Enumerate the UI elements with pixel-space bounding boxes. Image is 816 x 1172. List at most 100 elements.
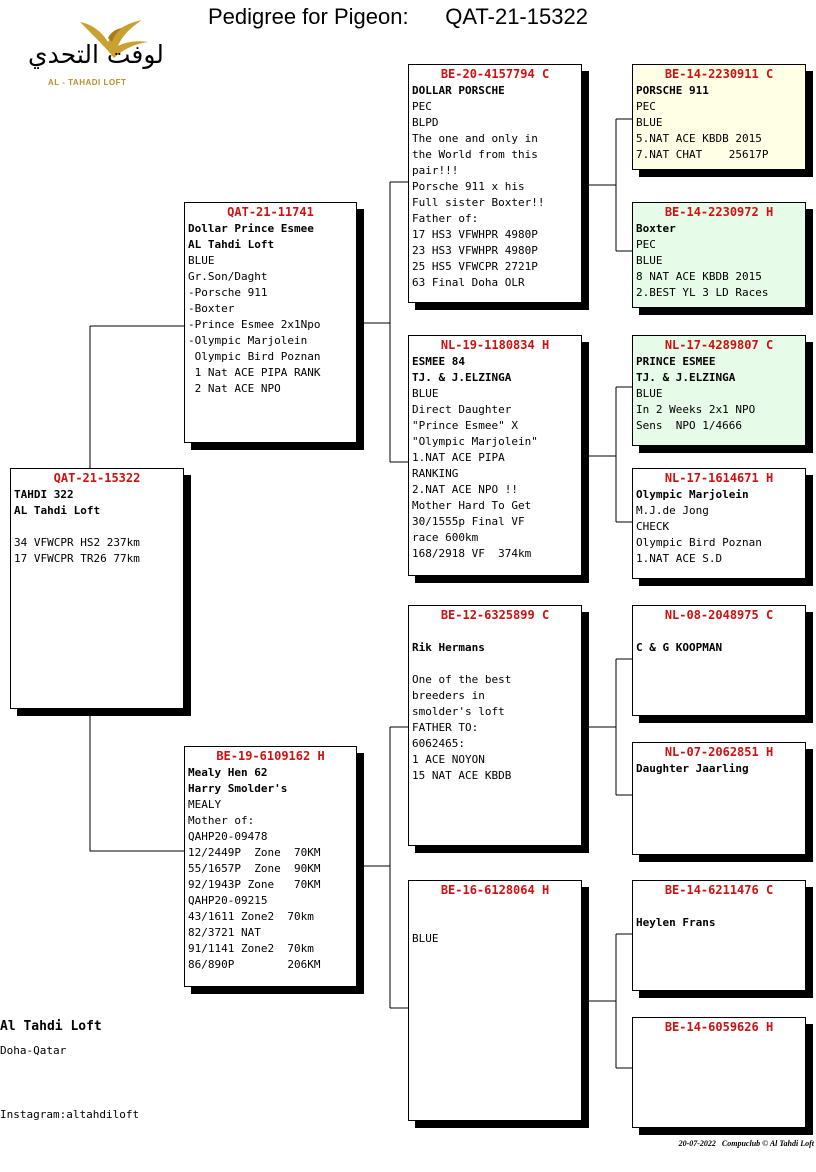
pigeon-info-line: 17 HS3 VFWHPR 4980P bbox=[412, 228, 538, 241]
pigeon-info-line: One of the best bbox=[412, 673, 512, 686]
pigeon-info-line: BLUE bbox=[188, 254, 215, 267]
pigeon-card-dam-sire[interactable]: BE-12-6325899 C Rik Hermans One of the b… bbox=[408, 605, 582, 846]
pigeon-info-line: 1.NAT ACE S.D bbox=[636, 552, 723, 565]
ring-number: QAT-21-11741 bbox=[227, 205, 314, 219]
bird-logo-icon bbox=[80, 20, 148, 58]
pigeon-card-ddd[interactable]: BE-14-6059626 H bbox=[632, 1017, 806, 1128]
pigeon-info-line: PEC bbox=[636, 100, 656, 113]
pigeon-info-line: Olympic Bird Poznan bbox=[188, 350, 321, 363]
pigeon-info-line: -Porsche 911 bbox=[188, 286, 268, 299]
pigeon-info-line bbox=[412, 915, 578, 931]
pigeon-name-line: ESMEE 84 bbox=[412, 355, 465, 368]
pigeon-info-line: 23 HS3 VFWHPR 4980P bbox=[412, 244, 538, 257]
pigeon-info-line: Direct Daughter bbox=[412, 403, 512, 416]
pigeon-info-line: 7.NAT CHAT 25617P bbox=[636, 148, 769, 161]
pigeon-info-line: The one and only in bbox=[412, 132, 538, 145]
pigeon-card-dsd[interactable]: NL-07-2062851 H Daughter Jaarling bbox=[632, 742, 806, 855]
ring-number: BE-14-6211476 C bbox=[664, 883, 774, 897]
pigeon-name-line: TJ. & J.ELZINGA bbox=[636, 371, 736, 384]
pigeon-info-line: Mother Hard To Get bbox=[412, 499, 532, 512]
pigeon-name-line: Rik Hermans bbox=[412, 641, 485, 654]
pigeon-info-line: Sens NPO 1/4666 bbox=[636, 419, 742, 432]
pigeon-info-line: "Olympic Marjolein" bbox=[412, 435, 538, 448]
pigeon-name-line: PRINCE ESMEE bbox=[636, 355, 716, 368]
pigeon-info-line: 17 VFWCPR TR26 77km bbox=[14, 552, 140, 565]
pigeon-info-line: 168/2918 VF 374km bbox=[412, 547, 532, 560]
pigeon-name-line: AL Tahdi Loft bbox=[14, 504, 101, 517]
page-title: Pedigree for Pigeon: QAT-21-15322 bbox=[208, 4, 588, 29]
ring-number: QAT-21-15322 bbox=[53, 471, 141, 485]
pigeon-card-dss[interactable]: NL-08-2048975 C C & G KOOPMAN bbox=[632, 605, 806, 716]
pigeon-info-line: 2 Nat ACE NPO bbox=[188, 382, 281, 395]
pigeon-name-line: Harry Smolder's bbox=[188, 782, 288, 795]
ring-number: BE-14-2230911 C bbox=[664, 67, 774, 81]
ring-number: NL-08-2048975 C bbox=[664, 608, 774, 622]
pigeon-info-line: 6062465: bbox=[412, 737, 465, 750]
pigeon-info-line bbox=[412, 656, 578, 672]
pigeon-name-line: C & G KOOPMAN bbox=[636, 641, 723, 654]
pigeon-info-line: -Olympic Marjolein bbox=[188, 334, 308, 347]
pigeon-info-line: BLPD bbox=[412, 116, 439, 129]
pigeon-info-line: BLUE bbox=[636, 116, 663, 129]
ring-number: NL-07-2062851 H bbox=[664, 745, 774, 759]
pigeon-info-line: 30/1555p Final VF bbox=[412, 515, 525, 528]
loft-logo: لوفت التحدي AL - TAHADI LOFT bbox=[12, 16, 174, 100]
pigeon-card-dam-dam[interactable]: BE-16-6128064 H BLUE bbox=[408, 880, 582, 1121]
pigeon-info-line: 92/1943P Zone 70KM bbox=[188, 878, 321, 891]
pigeon-info-line: -Boxter bbox=[188, 302, 235, 315]
pigeon-info-line: MEALY bbox=[188, 798, 222, 811]
ring-number: BE-14-2230972 H bbox=[664, 205, 774, 219]
pigeon-info-line: 8 NAT ACE KBDB 2015 bbox=[636, 270, 762, 283]
ring-number: BE-14-6059626 H bbox=[664, 1020, 774, 1034]
pigeon-info-line: 2.NAT ACE NPO !! bbox=[412, 483, 518, 496]
pigeon-name-line: AL Tahdi Loft bbox=[188, 238, 275, 251]
pigeon-name-line: Olympic Marjolein bbox=[636, 488, 749, 501]
footer-copyright: 20-07-2022 Compuclub © Al Tahdi Loft bbox=[678, 1139, 814, 1148]
pigeon-name-line: TJ. & J.ELZINGA bbox=[412, 371, 512, 384]
pigeon-info-line: Mother of: bbox=[188, 814, 255, 827]
pigeon-info-line: BLUE bbox=[636, 254, 663, 267]
pigeon-info-line: 34 VFWCPR HS2 237km bbox=[14, 536, 140, 549]
pigeon-info-line: M.J.de Jong bbox=[636, 504, 709, 517]
pigeon-info-line: 82/3721 NAT bbox=[188, 926, 261, 939]
pigeon-info-line bbox=[14, 519, 180, 535]
pigeon-info-line: BLUE bbox=[412, 932, 439, 945]
ring-number: NL-17-1614671 H bbox=[664, 471, 774, 485]
pigeon-name-line: PORSCHE 911 bbox=[636, 84, 709, 97]
ring-number: BE-19-6109162 H bbox=[216, 749, 325, 763]
pigeon-card-dds[interactable]: BE-14-6211476 C Heylen Frans bbox=[632, 880, 806, 991]
ring-number: NL-19-1180834 H bbox=[440, 338, 550, 352]
ring-number: BE-16-6128064 H bbox=[440, 883, 550, 897]
pigeon-info-line: the World from this bbox=[412, 148, 538, 161]
pigeon-info-line: 43/1611 Zone2 70km bbox=[188, 910, 314, 923]
pigeon-info-line: In 2 Weeks 2x1 NPO bbox=[636, 403, 756, 416]
pigeon-info-line: Porsche 911 x his bbox=[412, 180, 525, 193]
pigeon-info-line: PEC bbox=[636, 238, 656, 251]
pigeon-info-line bbox=[412, 624, 578, 640]
pigeon-info-line: QAHP20-09215 bbox=[188, 894, 268, 907]
pigeon-info-line: 1.NAT ACE PIPA bbox=[412, 451, 505, 464]
pigeon-name-line: Daughter Jaarling bbox=[636, 762, 749, 775]
pigeon-info-line: BLUE bbox=[636, 387, 663, 400]
pigeon-info-line: 91/1141 Zone2 70km bbox=[188, 942, 314, 955]
pigeon-info-line: Full sister Boxter!! bbox=[412, 196, 545, 209]
pigeon-info-line: 12/2449P Zone 70KM bbox=[188, 846, 321, 859]
pigeon-info-line: 15 NAT ACE KBDB bbox=[412, 769, 512, 782]
pigeon-info-line: FATHER TO: bbox=[412, 721, 479, 734]
footer-city: Doha-Qatar bbox=[0, 1044, 67, 1057]
footer-instagram: Instagram:altahdiloft bbox=[0, 1108, 140, 1121]
pigeon-info-line: QAHP20-09478 bbox=[188, 830, 268, 843]
pigeon-name-line: TAHDI 322 bbox=[14, 488, 74, 501]
pigeon-info-line bbox=[636, 624, 802, 640]
pigeon-info-line: PEC bbox=[412, 100, 432, 113]
pigeon-info-line: CHECK bbox=[636, 520, 670, 533]
